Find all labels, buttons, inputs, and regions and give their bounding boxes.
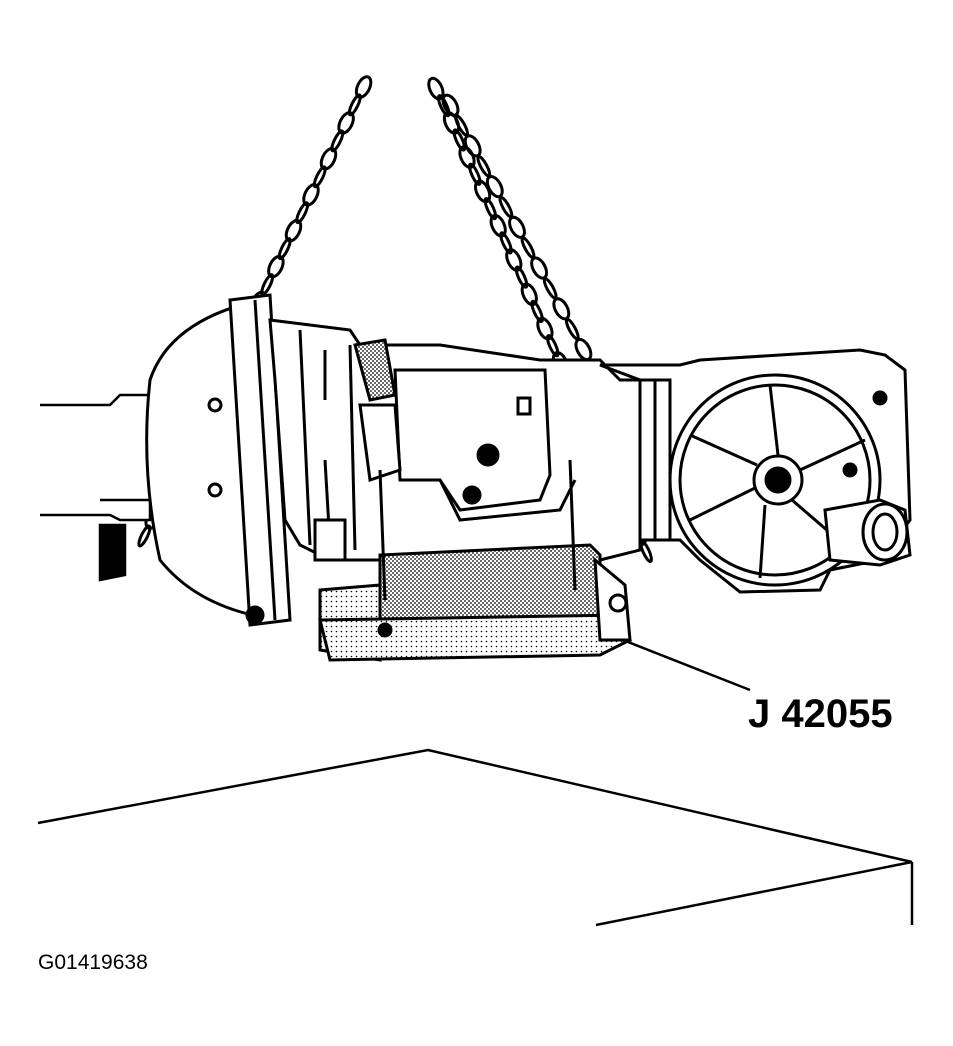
chain-link [436, 94, 451, 118]
chain-link [499, 231, 513, 255]
chain-link [302, 183, 320, 207]
output-shaft [40, 393, 152, 582]
callout-leader-line [627, 640, 751, 692]
lifting-fixture [318, 459, 632, 662]
figure-id: G01419638 [38, 951, 148, 974]
chain-link [514, 265, 529, 289]
chain-link [277, 237, 292, 261]
chain-link [485, 175, 504, 199]
chain-link [467, 162, 482, 186]
chain-link [520, 282, 538, 307]
callout-label-j42055: J 42055 [748, 692, 893, 736]
transfer-case [599, 348, 912, 594]
chain-link [520, 236, 536, 259]
chain-link [354, 75, 373, 99]
floor-outline [37, 748, 914, 927]
chain-link [545, 334, 560, 358]
chain-link [463, 134, 482, 158]
chain-link [530, 299, 544, 323]
chain-link [564, 317, 580, 341]
chain-link [347, 93, 362, 117]
chain-link [536, 316, 554, 341]
chain-link [330, 129, 345, 153]
chain-link [574, 337, 593, 362]
transmission-case [268, 318, 642, 562]
chain-link [319, 147, 338, 171]
chain-link [505, 248, 523, 272]
chain-link [508, 215, 526, 239]
bell-housing [145, 293, 292, 627]
chain-link [427, 76, 445, 101]
chain-link [312, 165, 327, 189]
chain-link [284, 218, 303, 243]
chain-link [295, 201, 310, 225]
chain-link [452, 128, 467, 152]
chain-link [498, 195, 514, 219]
chain-link [489, 213, 507, 238]
chain-link [137, 524, 152, 548]
chain-link [337, 111, 355, 135]
chain-link [542, 277, 558, 300]
chain-link [552, 297, 571, 321]
chain-link [483, 197, 498, 221]
chain-link [530, 256, 549, 280]
chain-link [267, 254, 285, 279]
